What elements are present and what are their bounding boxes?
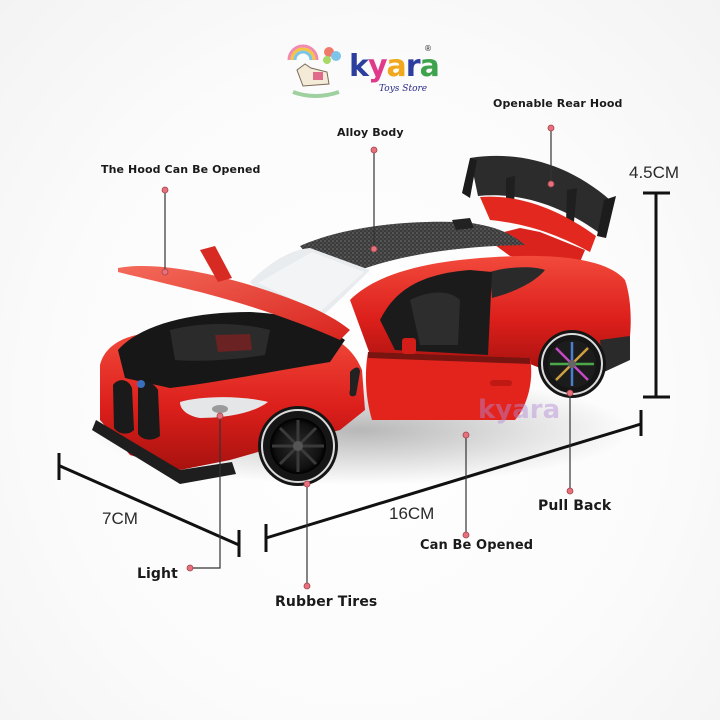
dimension-width-label: 7CM (102, 509, 138, 528)
car-body (92, 218, 631, 484)
dimension-length-label: 16CM (389, 504, 435, 523)
brand-logo: kyara ® Toys Store (283, 42, 443, 104)
rocking-horse-icon (287, 44, 341, 98)
badge-emblem (137, 380, 145, 388)
front-wheel (258, 406, 338, 486)
dimension-width-line (57, 453, 241, 557)
label-openable-rear-hood: Openable Rear Hood (493, 97, 623, 110)
brand-wordmark: kyara (349, 49, 440, 84)
dimension-height-label: 4.5CM (629, 163, 680, 182)
label-rubber-tires: Rubber Tires (275, 594, 378, 610)
brand-tagline: Toys Store (379, 84, 428, 94)
label-hood-opened: The Hood Can Be Opened (101, 163, 261, 176)
label-pull-back: Pull Back (538, 498, 612, 514)
dimension-length-line (264, 410, 643, 552)
watermark-logo: kyara (478, 395, 560, 425)
dimension-height-line (643, 191, 670, 399)
label-door-can-be-opened: Can Be Opened (420, 538, 534, 553)
callout-dots (161, 124, 574, 590)
callout-line-light (190, 416, 221, 569)
registered-mark: ® (424, 44, 432, 53)
label-light: Light (137, 566, 178, 582)
label-alloy-body: Alloy Body (337, 126, 404, 139)
rear-wheel (538, 330, 606, 398)
